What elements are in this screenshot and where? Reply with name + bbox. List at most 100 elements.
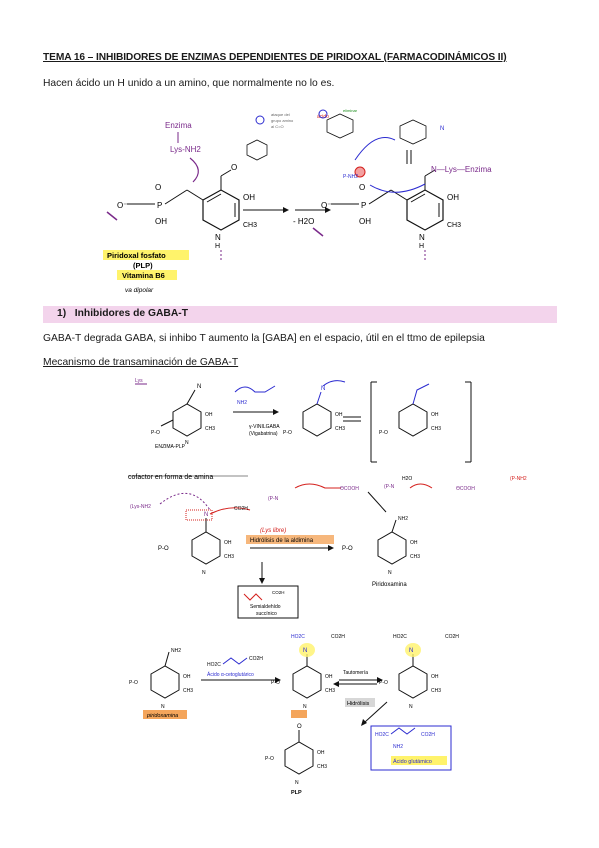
section-number: 1): [57, 308, 67, 319]
water-loss-label: - H2O: [293, 217, 314, 226]
svg-text:P-O: P-O: [265, 756, 274, 762]
svg-text:HO2C: HO2C: [291, 634, 305, 640]
svg-text:grupo amino: grupo amino: [271, 118, 294, 123]
svg-text:N: N: [409, 704, 413, 710]
svg-text:ataque del: ataque del: [271, 112, 290, 117]
gaba-t-paragraph: GABA-T degrada GABA, si inhibo T aumento…: [43, 333, 485, 344]
svg-text:OH: OH: [431, 412, 439, 418]
svg-text:CH3: CH3: [243, 222, 257, 229]
svg-text:CO2H: CO2H: [445, 634, 459, 640]
svg-text:OH: OH: [205, 412, 213, 418]
intro-text: Hacen ácido un H unido a un amino, que n…: [43, 78, 335, 89]
svg-text:O: O: [231, 163, 237, 172]
svg-text:CO2H: CO2H: [331, 634, 345, 640]
acido-glutamico-label: Ácido glutámico: [393, 758, 432, 765]
svg-text:OH: OH: [447, 193, 459, 202]
svg-text:OH: OH: [335, 412, 343, 418]
plp-regeneration-figure: NH2 P-O OH CH3 N piridoxamina HO2C CO2H …: [129, 634, 459, 796]
svg-text:N: N: [303, 648, 307, 654]
svg-text:N: N: [197, 384, 201, 390]
svg-text:N: N: [204, 512, 208, 518]
svg-text:CH3: CH3: [325, 688, 335, 694]
svg-text:O: O: [155, 183, 161, 192]
svg-text:CH3: CH3: [447, 222, 461, 229]
svg-text:P-O: P-O: [379, 680, 388, 686]
svg-text:OH: OH: [317, 750, 325, 756]
svg-text:CH3: CH3: [205, 426, 215, 432]
svg-text:CH3: CH3: [317, 764, 327, 770]
acido-oxoglutarico-label: Ácido α-cetoglutárico: [207, 671, 254, 678]
svg-text:OH: OH: [359, 217, 371, 226]
svg-text:CO2H: CO2H: [234, 506, 248, 512]
svg-text:HO2C: HO2C: [393, 634, 407, 640]
plp-schiff-base-figure: Enzima Lys-NH2 O OH CH3 N H P O⁻ O OH Pi…: [103, 108, 492, 294]
svg-text:(Lys-NH2: (Lys-NH2: [130, 504, 151, 510]
svg-text:N: N: [202, 570, 206, 576]
svg-text:NH2: NH2: [237, 400, 247, 406]
svg-text:Lys: Lys: [135, 378, 143, 384]
vitamina-label: Vitamina B6: [122, 271, 165, 280]
svg-text:OH: OH: [431, 674, 439, 680]
svg-text:P: P: [361, 201, 366, 210]
svg-text:O⁻: O⁻: [117, 201, 127, 210]
cofactor-label: cofactor en forma de amina: [128, 474, 213, 481]
svg-text:al C=O: al C=O: [271, 124, 284, 129]
svg-text:OH: OH: [243, 193, 255, 202]
svg-text:H: H: [215, 243, 220, 250]
svg-text:eliminar: eliminar: [343, 108, 358, 113]
lys-enzima-label: N—Lys—Enzima: [431, 165, 492, 174]
svg-text:OH: OH: [155, 217, 167, 226]
svg-text:H2O: H2O: [402, 476, 412, 482]
svg-text:(P-N: (P-N: [384, 484, 395, 490]
svg-text:N: N: [215, 233, 221, 242]
svg-text:NH2: NH2: [398, 516, 408, 522]
semialdehido-label: Semialdehído: [250, 604, 281, 610]
enzima-label: Enzima: [165, 121, 192, 130]
svg-text:CO2H: CO2H: [249, 656, 263, 662]
svg-text:OH: OH: [410, 540, 418, 546]
svg-text:N: N: [303, 704, 307, 710]
svg-text:NH2: NH2: [393, 744, 403, 750]
svg-text:P-O: P-O: [129, 680, 138, 686]
transamination-figure: cofactor en forma de amina (Lys-NH2 N CO…: [128, 474, 527, 619]
svg-text:CH3: CH3: [431, 688, 441, 694]
svg-text:N: N: [409, 648, 413, 654]
svg-text:(P-NH2: (P-NH2: [510, 476, 527, 482]
svg-text:P-O: P-O: [271, 680, 280, 686]
succinico-label: succínico: [256, 611, 277, 617]
lys-nh2-label: Lys-NH2: [170, 145, 201, 154]
svg-text:N: N: [295, 780, 299, 786]
svg-text:NH2: NH2: [171, 648, 181, 654]
vigabatrina-label: (Vigabatrina): [249, 431, 278, 437]
svg-text:CO2H: CO2H: [421, 732, 435, 738]
svg-text:N: N: [388, 570, 392, 576]
svg-text:ΘCOOH: ΘCOOH: [456, 486, 475, 492]
svg-text:HO2C: HO2C: [375, 732, 389, 738]
page-title: TEMA 16 – INHIBIDORES DE ENZIMAS DEPENDI…: [43, 52, 507, 63]
svg-text:CO2H: CO2H: [272, 590, 285, 595]
svg-text:CH3: CH3: [431, 426, 441, 432]
hidrolisis-aldimina-label: Hidrólisis de la aldimina: [250, 538, 314, 544]
svg-text:CH3: CH3: [410, 554, 420, 560]
svg-text:N: N: [185, 440, 189, 446]
svg-text:CH3: CH3: [183, 688, 193, 694]
piridoxamina-label: Piridoxamina: [372, 582, 407, 588]
hidrolisis-label: Hidrólisis: [347, 701, 370, 707]
svg-text:HO2C: HO2C: [207, 662, 221, 668]
svg-text:N: N: [419, 233, 425, 242]
svg-text:O: O: [359, 183, 365, 192]
piridoxamina-label: piridoxamina: [146, 713, 178, 719]
enzyme-plp-label: ENZIMA-PLP: [155, 444, 186, 450]
svg-text:ΘCOOH: ΘCOOH: [340, 486, 359, 492]
vinilgaba-label: γ-VINILGABA: [249, 424, 280, 430]
lys-libre-label: (Lys libre): [260, 528, 286, 534]
svg-text:OH: OH: [325, 674, 333, 680]
svg-text:P-O: P-O: [379, 430, 388, 436]
mechanism-subheading: Mecanismo de transaminación de GABA-T: [43, 357, 239, 368]
svg-text:ácido: ácido: [317, 114, 329, 120]
svg-text:P-NH2: P-NH2: [343, 174, 358, 180]
svg-text:(P-N: (P-N: [268, 496, 279, 502]
svg-text:N: N: [161, 704, 165, 710]
svg-text:N: N: [440, 126, 444, 132]
